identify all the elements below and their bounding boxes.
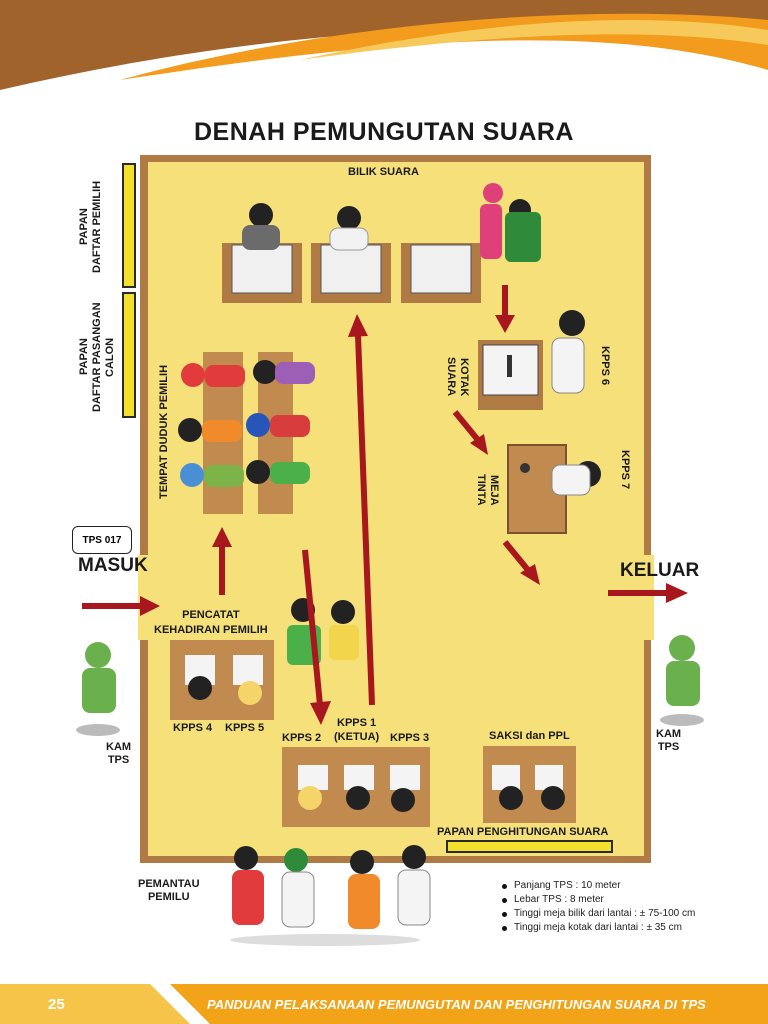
tempat-duduk-pemilih-label: TEMPAT DUDUK PEMILIH	[158, 364, 170, 500]
keluar-label: KELUAR	[620, 560, 700, 581]
kpps1-line2: (KETUA)	[334, 731, 380, 743]
papan-paslon-line1: PAPAN	[78, 338, 90, 376]
kam-right-line2: TPS	[657, 741, 680, 753]
kotak-suara-line1: KOTAK	[458, 357, 470, 397]
note-item: Tinggi meja bilik dari lantai : ± 75-100…	[502, 908, 695, 922]
kam-right-line1: KAM	[656, 728, 682, 740]
kpps6-label: KPPS 6	[599, 346, 611, 386]
saksi-label: SAKSI dan PPL	[489, 730, 570, 742]
kpps4-label: KPPS 4	[173, 722, 213, 734]
papan-daftar-pemilih-label: PAPAN DAFTAR PEMILIH	[78, 172, 104, 282]
papan-paslon-line3: CALON	[104, 337, 116, 377]
kpps3-label: KPPS 3	[390, 732, 430, 744]
meja-tinta-line2: TINTA	[475, 474, 487, 506]
papan-daftar-pasangan-calon-label: PAPAN DAFTAR PASANGAN CALON	[78, 298, 117, 416]
kam-left-line1: KAM	[106, 741, 132, 753]
kam-tps-left-label: KAM TPS	[106, 741, 131, 767]
pencatat-line2: KEHADIRAN PEMILIH	[154, 624, 268, 636]
papan-paslon-line2: DAFTAR PASANGAN	[91, 302, 103, 412]
kpps2-label: KPPS 2	[282, 732, 322, 744]
footer-text: PANDUAN PELAKSANAAN PEMUNGUTAN DAN PENGH…	[207, 997, 706, 1012]
kam-tps-right-label: KAM TPS	[656, 728, 681, 754]
pencatat-line1: PENCATAT	[182, 609, 240, 621]
header-decoration	[0, 0, 768, 90]
papan-daftar-pemilih-line1: PAPAN	[78, 208, 90, 246]
page-title: DENAH PEMUNGUTAN SUARA	[194, 118, 574, 146]
pemantau-line1: PEMANTAU	[138, 878, 200, 890]
note-item: Panjang TPS : 10 meter	[502, 880, 695, 894]
pemantau-label: PEMANTAU PEMILU	[138, 878, 200, 904]
kam-left-line2: TPS	[107, 754, 130, 766]
pemantau-line2: PEMILU	[147, 891, 190, 903]
meja-tinta-label: MEJA TINTA	[474, 470, 500, 510]
papan-penghitungan-label: PAPAN PENGHITUNGAN SUARA	[437, 826, 609, 838]
kpps7-label: KPPS 7	[619, 450, 631, 490]
masuk-label: MASUK	[78, 555, 148, 576]
page-number: 25	[48, 996, 65, 1013]
bilik-suara-label: BILIK SUARA	[348, 166, 419, 178]
kotak-suara-label: KOTAK SUARA	[444, 352, 470, 402]
papan-daftar-pemilih-line2: DAFTAR PEMILIH	[91, 180, 103, 274]
voting-booth	[222, 243, 302, 303]
kotak-suara-line2: SUARA	[445, 357, 457, 397]
kpps1-line1: KPPS 1	[337, 717, 377, 729]
tps-badge: TPS 017	[72, 526, 132, 554]
pencatat-label: PENCATAT KEHADIRAN PEMILIH	[154, 608, 268, 638]
kpps5-label: KPPS 5	[225, 722, 265, 734]
note-item: Tinggi meja kotak dari lantai : ± 35 cm	[502, 922, 695, 936]
notes-list: Panjang TPS : 10 meter Lebar TPS : 8 met…	[502, 880, 695, 936]
footer-bar	[0, 984, 768, 1024]
meja-tinta-line1: MEJA	[488, 474, 500, 506]
kpps1-label: KPPS 1 (KETUA)	[334, 716, 379, 744]
note-item: Lebar TPS : 8 meter	[502, 894, 695, 908]
